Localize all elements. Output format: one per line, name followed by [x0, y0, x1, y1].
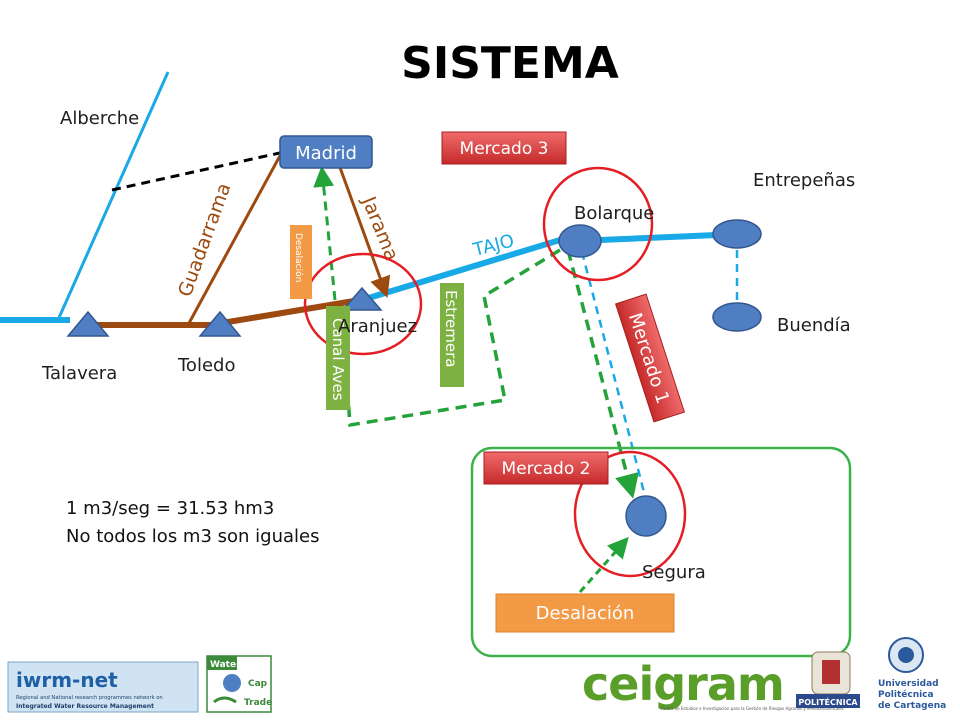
desalacion-madrid-label: Desalación — [293, 233, 304, 282]
upct-line2: Politécnica — [878, 689, 934, 700]
bolarque-transfer-dashed — [343, 248, 561, 428]
aranjuez-node[interactable] — [341, 286, 383, 311]
water-cap-trade-logo: Water Cap Trade — [206, 655, 272, 713]
ceigram-logo-text: ceigram — [582, 657, 784, 711]
desalacion-segura-arrow — [578, 536, 629, 593]
buendia-label: Buendía — [777, 315, 851, 336]
desalacion-madrid-box[interactable] — [290, 225, 312, 299]
desalacion-segura-box[interactable] — [495, 593, 675, 633]
madrid-node[interactable] — [279, 135, 373, 169]
toledo-node[interactable] — [198, 310, 242, 337]
buendia-node[interactable] — [712, 302, 762, 332]
tajo-segura-transfer-blue — [580, 251, 648, 501]
mercado-1-badge[interactable] — [614, 293, 686, 423]
segura-label: Segura — [642, 562, 706, 583]
iwrm-net-sub2: Integrated Water Resource Management — [16, 703, 154, 710]
page-title: SISTEMA — [401, 38, 619, 89]
canal-aves-box[interactable] — [326, 306, 350, 410]
trade-logo-text: Trade — [244, 698, 272, 708]
mercado-2-badge[interactable] — [483, 451, 609, 485]
ceigram-logo: ceigram Centro de Estudios e Investigaci… — [582, 657, 844, 711]
comment-line: No todos los m3 son iguales — [66, 526, 320, 547]
iwrm-net-logo: iwrm-net Regional and National research … — [7, 661, 199, 713]
desalacion-madrid-arrow — [313, 165, 337, 301]
aranjuez-highlight-circle — [303, 252, 423, 356]
water-logo-text: Water — [210, 660, 241, 670]
ceigram-sub: Centro de Estudios e Investigación para … — [660, 706, 844, 711]
tajo-segura-transfer-green — [566, 249, 639, 499]
upm-logo-text: POLITÉCNICA — [798, 696, 858, 707]
upct-logo: Universidad Politécnica de Cartagena — [878, 637, 946, 711]
madrid-label: Madrid — [295, 143, 357, 164]
alberche-river — [56, 71, 170, 321]
upct-line1: Universidad — [878, 679, 939, 689]
segura-highlight-circle — [573, 450, 687, 578]
estremera-label: Estremera — [442, 290, 460, 367]
entrepenas-node[interactable] — [712, 219, 762, 249]
conversion-note: 1 m3/seg = 31.53 hm3 No todos los m3 son… — [66, 495, 319, 551]
upm-logo: POLITÉCNICA — [796, 651, 860, 708]
iwrm-net-sub1: Regional and National research programme… — [16, 695, 163, 701]
mercado-2-label: Mercado 2 — [502, 459, 591, 479]
mercado-3-badge[interactable] — [441, 131, 567, 165]
guadarrama-label: Guadarrama — [174, 180, 235, 300]
canal-aves-label: Canal Aves — [329, 318, 347, 401]
bolarque-label: Bolarque — [574, 203, 654, 224]
bolarque-node[interactable] — [558, 224, 602, 258]
desalacion-segura-label: Desalación — [536, 603, 635, 624]
talavera-node[interactable] — [66, 310, 110, 337]
tajo-brown-segment-2 — [221, 297, 361, 326]
tajo-blue-segment — [361, 237, 561, 303]
bolarque-highlight-circle — [542, 166, 654, 282]
entrepenas-label: Entrepeñas — [753, 170, 855, 191]
aranjuez-label: Aranjuez — [338, 316, 417, 337]
talavera-label: Talavera — [41, 363, 117, 384]
upct-line3: de Cartagena — [878, 701, 946, 711]
guadarrama-river — [186, 151, 284, 326]
segura-region-box — [470, 446, 852, 658]
segura-node[interactable] — [625, 495, 667, 537]
alberche-label: Alberche — [60, 108, 139, 129]
conversion-line: 1 m3/seg = 31.53 hm3 — [66, 498, 275, 519]
iwrm-net-logo-text: iwrm-net — [16, 668, 118, 692]
toledo-label: Toledo — [177, 355, 235, 376]
alberche-madrid-dashed — [111, 150, 285, 192]
cap-logo-text: Cap — [248, 679, 268, 689]
estremera-box[interactable] — [440, 283, 464, 387]
jarama-river — [336, 161, 391, 298]
mercado-3-label: Mercado 3 — [460, 139, 549, 159]
